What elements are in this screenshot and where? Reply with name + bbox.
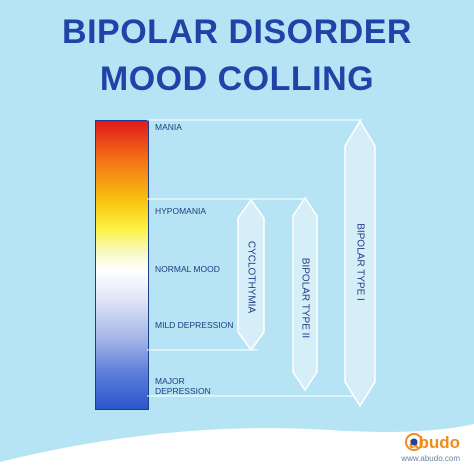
title-line-2: MOOD COLLING: [99, 60, 375, 98]
cyclothymia-arrow: [237, 198, 265, 352]
mood-gradient-bar: [95, 120, 149, 410]
level-hypomania: HYPOMANIA: [155, 206, 207, 216]
level-major-depression: MAJOR DEPRESSION: [155, 376, 211, 396]
level-mild-depression: MILD DEPRESSION: [155, 320, 234, 330]
level-normal-mood: NORMAL MOOD: [155, 264, 220, 274]
title-line-1: BIPOLAR DISORDER: [62, 13, 412, 51]
level-mania: MANIA: [155, 122, 182, 132]
brand-logo: abudo: [405, 433, 460, 453]
abudo-logo-icon: [405, 433, 423, 451]
website-url: www.abudo.com: [401, 454, 460, 463]
bipolar-type-2-arrow: [292, 196, 318, 392]
bipolar-type-1-arrow: [344, 119, 376, 408]
